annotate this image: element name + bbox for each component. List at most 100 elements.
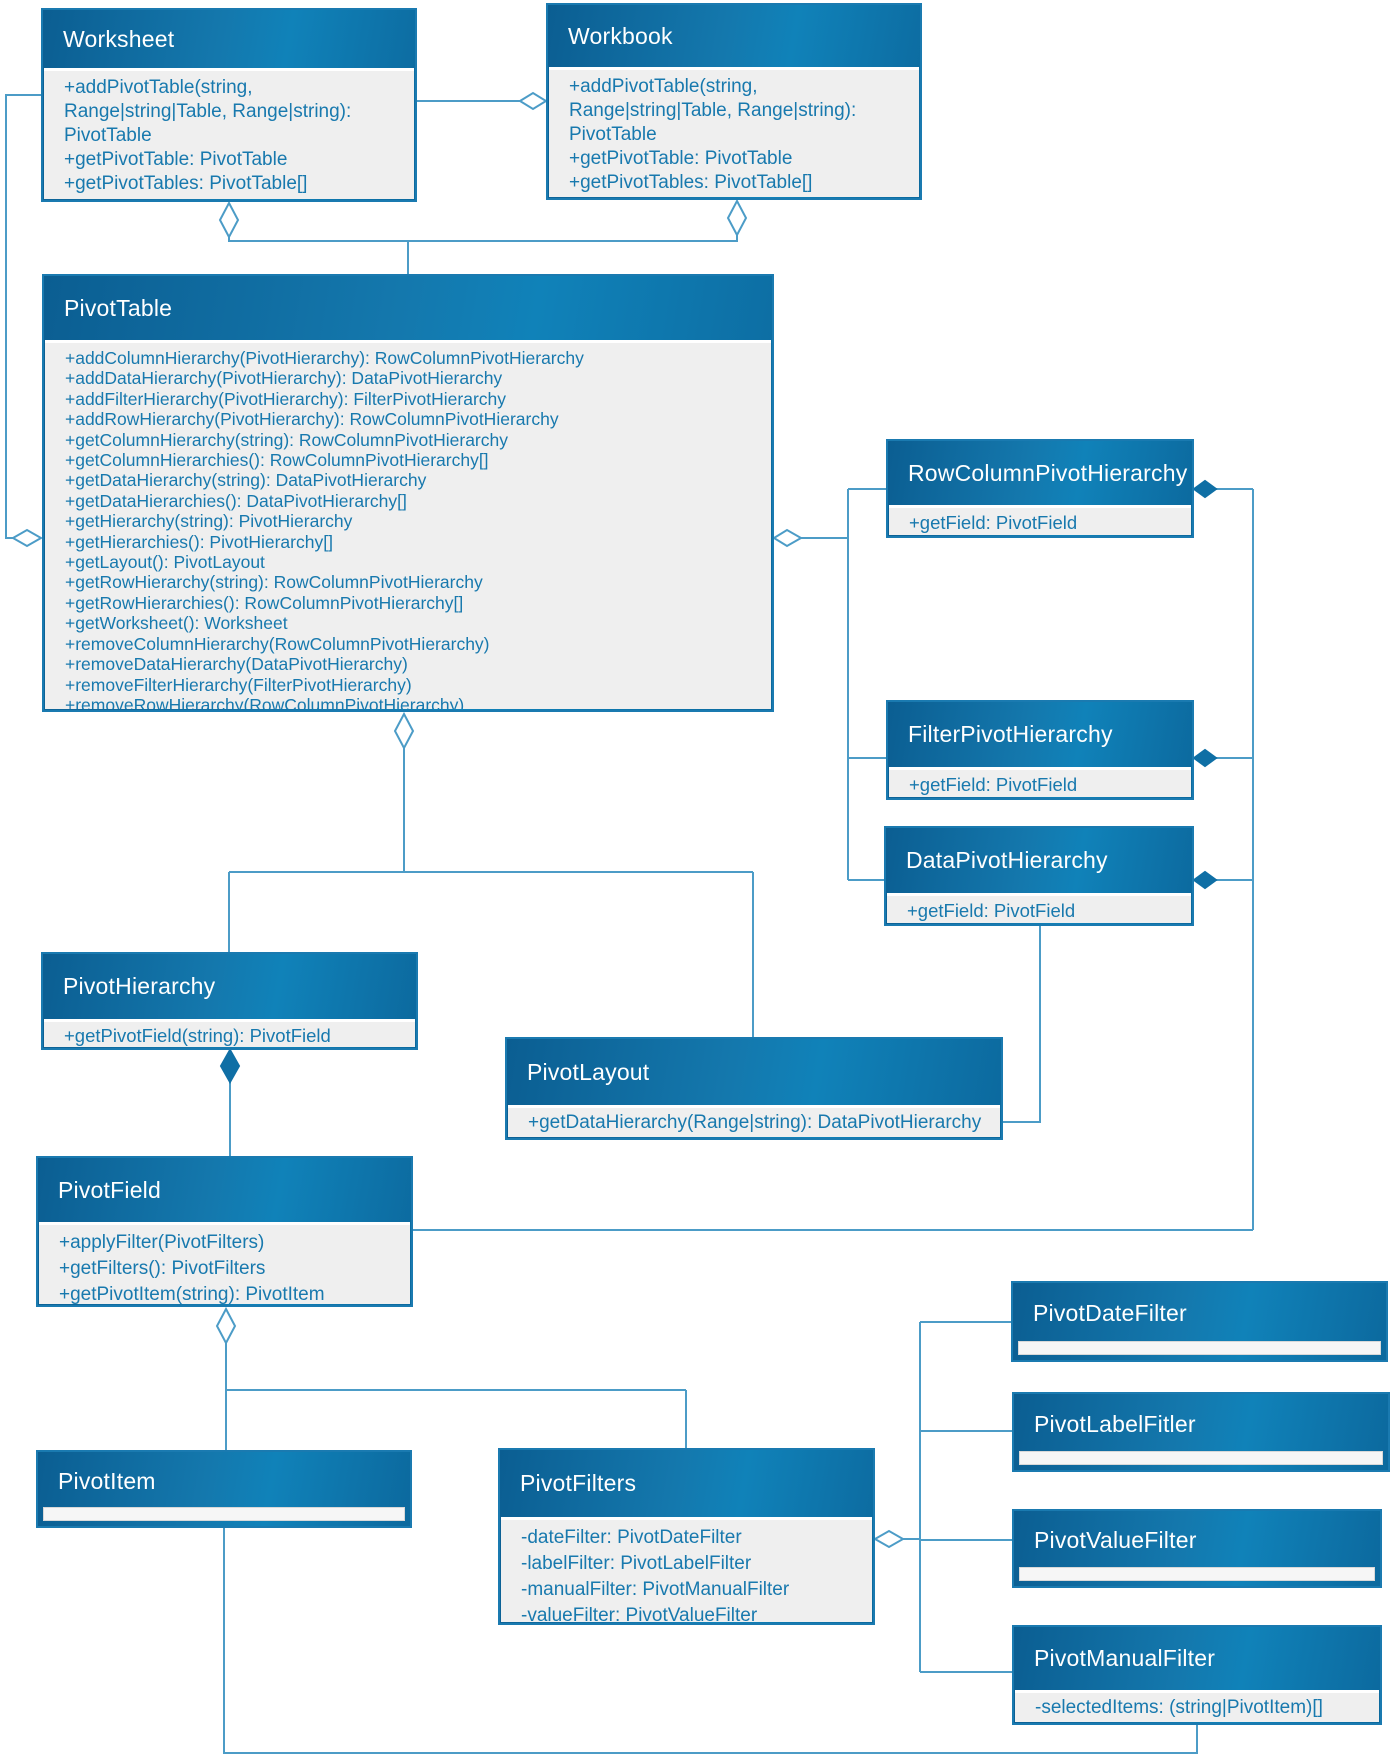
connector-pivottable-hierarchy-layout — [228, 748, 754, 1037]
class-member: +getHierarchies(): PivotHierarchy[] — [65, 531, 333, 552]
class-member: +getField: PivotField — [907, 900, 1076, 921]
class-member: +getField: PivotField — [909, 774, 1078, 795]
class-pivotlabelfitler: PivotLabelFitler — [1012, 1392, 1390, 1472]
class-name-label: RowColumnPivotHierarchy — [908, 459, 1188, 486]
class-title: PivotLayout — [507, 1039, 1001, 1105]
class-pivotdatefilter: PivotDateFilter — [1011, 1281, 1388, 1362]
aggregation-diamond-pivottable-bottom — [393, 711, 415, 751]
class-member: -manualFilter: PivotManualFilter — [521, 1579, 790, 1600]
empty-members-strip — [1019, 1567, 1375, 1581]
empty-members-strip — [43, 1507, 405, 1521]
class-member: +getColumnHierarchies(): RowColumnPivotH… — [65, 450, 489, 471]
class-worksheet: Worksheet +addPivotTable(string, Range|s… — [41, 8, 417, 202]
class-member: +addDataHierarchy(PivotHierarchy): DataP… — [65, 368, 503, 389]
class-filterpivothierarchy: FilterPivotHierarchy +getField: PivotFie… — [886, 700, 1194, 800]
class-workbook: Workbook +addPivotTable(string, Range|st… — [546, 3, 922, 200]
class-member: +addColumnHierarchy(PivotHierarchy): Row… — [65, 348, 584, 368]
class-pivotvaluefilter: PivotValueFilter — [1012, 1509, 1382, 1588]
class-member: +addPivotTable(string, — [569, 76, 758, 97]
class-name-label: Worksheet — [63, 25, 175, 52]
class-member: +getHierarchy(string): PivotHierarchy — [65, 511, 353, 532]
class-member: +getDataHierarchies(): DataPivotHierarch… — [65, 490, 407, 511]
connector-pivotfield-item-filters — [225, 1343, 687, 1450]
class-member: -labelFilter: PivotLabelFilter — [521, 1553, 752, 1574]
composition-diamond-filter — [1192, 748, 1218, 768]
aggregation-diamond-pivotfield-bottom — [215, 1306, 237, 1346]
class-rowcolumnpivothierarchy: RowColumnPivotHierarchy +getField: Pivot… — [886, 439, 1194, 538]
class-pivotlayout: PivotLayout +getDataHierarchy(Range|stri… — [505, 1037, 1003, 1140]
class-pivottable: PivotTable +addColumnHierarchy(PivotHier… — [42, 274, 774, 712]
class-datapivothierarchy: DataPivotHierarchy +getField: PivotField — [884, 826, 1194, 926]
class-name-label: PivotFilters — [520, 1470, 637, 1496]
class-member: PivotTable — [64, 125, 152, 146]
class-member: +removeDataHierarchy(DataPivotHierarchy) — [65, 654, 408, 675]
class-member: +getPivotTables: PivotTable[] — [569, 172, 813, 193]
class-name-label: PivotLabelFitler — [1034, 1410, 1196, 1437]
empty-members-strip — [1018, 1341, 1381, 1355]
class-member: +getPivotItem(string): PivotItem — [59, 1284, 325, 1304]
aggregation-diamond-pivottable-right — [772, 528, 804, 548]
class-name-label: PivotLayout — [527, 1058, 650, 1085]
class-name-label: PivotManualFilter — [1034, 1645, 1216, 1671]
class-name-label: PivotValueFilter — [1034, 1527, 1197, 1553]
class-pivotmanualfilter: PivotManualFilter -selectedItems: (strin… — [1012, 1625, 1382, 1725]
class-name-label: PivotItem — [58, 1467, 156, 1494]
class-pivotfield: PivotField +applyFilter(PivotFilters) +g… — [36, 1156, 413, 1307]
class-member: +getPivotTable: PivotTable — [569, 148, 793, 169]
aggregation-diamond-workbook-bottom — [726, 198, 748, 238]
class-member: +getRowHierarchy(string): RowColumnPivot… — [65, 572, 483, 593]
class-member: +removeRowHierarchy(RowColumnPivotHierar… — [65, 694, 465, 709]
class-member: +addPivotTable(string, — [64, 77, 253, 98]
class-member: +getLayout(): PivotLayout — [65, 552, 265, 573]
class-member: +applyFilter(PivotFilters) — [59, 1232, 265, 1253]
class-pivotitem: PivotItem — [36, 1450, 412, 1528]
class-pivotfilters: PivotFilters -dateFilter: PivotDateFilte… — [498, 1448, 875, 1625]
connector-worksheet-pivottable-left — [5, 94, 41, 539]
class-name-label: Workbook — [568, 22, 673, 49]
class-title: Worksheet — [43, 10, 415, 68]
empty-members-strip — [1019, 1451, 1383, 1465]
composition-diamond-rowcolumn — [1192, 479, 1218, 499]
class-name-label: PivotTable — [64, 294, 173, 321]
class-member: +getFilters(): PivotFilters — [59, 1258, 266, 1279]
class-member: +addFilterHierarchy(PivotHierarchy): Fil… — [65, 388, 507, 409]
class-title: PivotManualFilter — [1014, 1627, 1380, 1690]
class-title: PivotDateFilter — [1013, 1283, 1386, 1343]
aggregation-diamond-pivotfilters-right — [872, 1529, 906, 1549]
composition-diamond-data — [1192, 870, 1218, 890]
class-member: -selectedItems: (string|PivotItem)[] — [1035, 1697, 1323, 1718]
class-title: RowColumnPivotHierarchy — [888, 441, 1192, 505]
class-name-label: PivotDateFilter — [1033, 1299, 1187, 1326]
class-member: -dateFilter: PivotDateFilter — [521, 1527, 742, 1548]
aggregation-diamond-workbook — [518, 91, 548, 111]
class-name-label: PivotHierarchy — [63, 973, 216, 999]
class-name-label: PivotField — [58, 1176, 161, 1203]
class-title: PivotLabelFitler — [1014, 1394, 1388, 1454]
aggregation-diamond-pivottable-left — [10, 528, 44, 548]
connector-pivottable-hierarchies — [801, 488, 886, 881]
connector-manualfilter-pivotitem — [223, 1528, 1198, 1754]
class-member: +getPivotTables: PivotTable[] — [64, 173, 308, 194]
class-title: FilterPivotHierarchy — [888, 702, 1192, 767]
class-member: +removeFilterHierarchy(FilterPivotHierar… — [65, 674, 412, 695]
class-member: +getDataHierarchy(string): DataPivotHier… — [65, 470, 427, 491]
composition-diamond-pivothierarchy — [219, 1047, 241, 1085]
class-title: PivotFilters — [500, 1450, 873, 1517]
class-member: Range|string|Table, Range|string): — [64, 101, 352, 122]
connector-datapivothierarchy-pivotlayout — [1003, 926, 1041, 1123]
class-member: +addRowHierarchy(PivotHierarchy): RowCol… — [65, 409, 559, 430]
class-title: DataPivotHierarchy — [886, 828, 1192, 893]
class-member: +getWorksheet(): Worksheet — [65, 613, 288, 634]
class-name-label: FilterPivotHierarchy — [908, 721, 1113, 747]
class-member: +getField: PivotField — [909, 512, 1078, 533]
class-member: Range|string|Table, Range|string): — [569, 100, 857, 121]
class-title: PivotTable — [44, 276, 772, 340]
class-title: PivotItem — [38, 1452, 410, 1510]
class-pivothierarchy: PivotHierarchy +getPivotField(string): P… — [41, 952, 418, 1050]
class-name-label: DataPivotHierarchy — [906, 847, 1108, 873]
aggregation-diamond-worksheet-bottom — [218, 200, 240, 240]
class-member: -valueFilter: PivotValueFilter — [521, 1605, 758, 1622]
class-member: +removeColumnHierarchy(RowColumnPivotHie… — [65, 633, 490, 654]
